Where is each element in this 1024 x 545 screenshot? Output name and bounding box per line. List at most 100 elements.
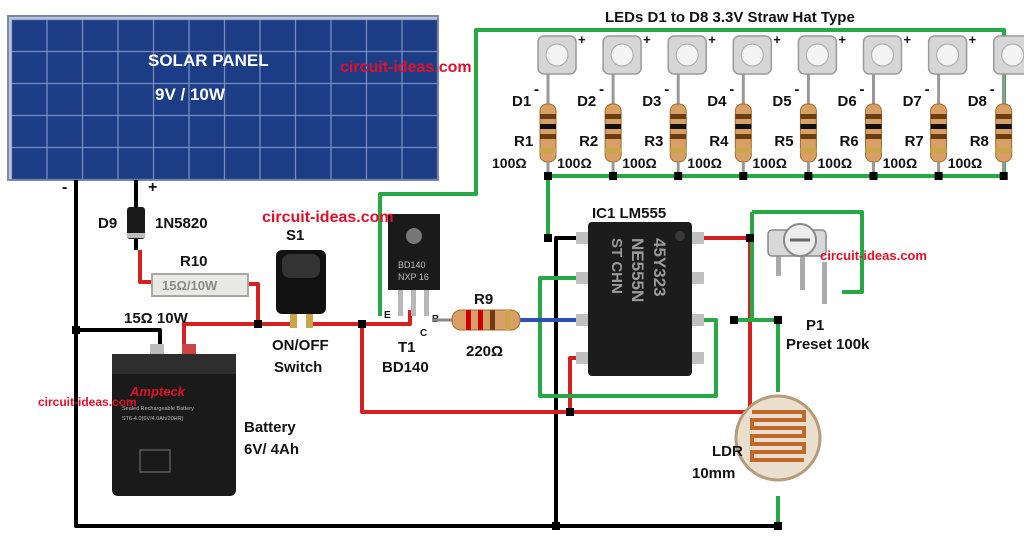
r9-name: R9 — [474, 291, 493, 308]
junction-dot — [674, 172, 683, 180]
ic-pin — [576, 352, 590, 364]
battery-terminal-negative — [150, 344, 164, 356]
r9-band — [505, 310, 510, 330]
watermark: circuit-ideas.com — [38, 395, 137, 409]
resistor-band — [865, 134, 882, 139]
resistor-band — [930, 134, 947, 139]
junction-dot — [746, 234, 754, 242]
watermark: circuit-ideas.com — [340, 59, 472, 76]
led-name: D2 — [577, 93, 596, 110]
solar-cell — [224, 51, 260, 84]
led-name: D6 — [838, 93, 857, 110]
diode-d9-band — [127, 233, 145, 238]
switch-rocker — [282, 254, 320, 278]
led-lens — [675, 43, 699, 67]
solar-cell — [11, 83, 47, 116]
resistor-band — [540, 124, 556, 129]
junction-dot — [358, 320, 366, 328]
solar-cell — [153, 19, 189, 52]
resistor-band — [865, 148, 882, 153]
resistor-value: 100Ω — [557, 155, 592, 171]
battery-recycle-box — [139, 449, 171, 473]
t1-pin-e: E — [384, 310, 391, 321]
resistor-r9: R9 220Ω — [432, 291, 521, 360]
resistor-value: 100Ω — [687, 155, 722, 171]
junctions — [72, 234, 782, 530]
r9-band — [466, 310, 471, 330]
threshold-trigger-wire — [538, 276, 718, 398]
ground-rail-wire — [74, 180, 778, 528]
switch-to-emitter-wire — [312, 310, 412, 326]
solar-cell — [118, 19, 154, 52]
resistor-band — [605, 134, 622, 139]
solar-cell — [295, 51, 331, 84]
solar-cell — [366, 51, 402, 84]
junction-dot — [774, 522, 782, 530]
circuit-title: LEDs D1 to D8 3.3V Straw Hat Type — [605, 9, 855, 26]
resistor-value: 100Ω — [492, 155, 527, 171]
transistor-body — [388, 214, 440, 290]
ldr-track — [750, 410, 806, 462]
resistor-body — [799, 103, 817, 163]
led-lens — [805, 43, 830, 67]
led-plus-mark: + — [773, 32, 781, 47]
junction-dot — [254, 320, 262, 328]
solar-cell — [260, 147, 296, 180]
resistor-band — [605, 124, 622, 129]
battery-body-text2: ST6-4.0(6V/4.0Ah/20HR) — [122, 416, 184, 422]
ic-reset-wire — [568, 356, 590, 412]
ic-marking2: NE555N — [628, 238, 647, 302]
preset-pin — [800, 250, 805, 290]
solar-cell — [224, 83, 260, 116]
transistor-pin — [411, 290, 416, 316]
led-minus-mark: - — [729, 81, 734, 98]
resistor-band — [670, 148, 687, 153]
led-name: D8 — [968, 93, 987, 110]
solar-cell — [260, 19, 296, 52]
led-plus-mark: + — [578, 32, 586, 47]
resistor-band — [735, 114, 752, 119]
resistor-band — [670, 124, 687, 129]
solar-cell — [153, 147, 189, 180]
s1-line2: Switch — [274, 359, 322, 376]
watermark: circuit-ideas.com — [820, 248, 927, 263]
battery-lid — [112, 354, 236, 374]
r10-value: 15Ω 10W — [124, 310, 189, 327]
resistor-body — [865, 103, 882, 163]
transistor-t1: BD140 NXP 16 E C B T1 BD140 — [382, 214, 440, 376]
transistor-marking1: BD140 — [398, 260, 426, 270]
r9-band — [490, 310, 495, 330]
led-lens — [935, 43, 960, 67]
r10-body-text: 15Ω/10W — [162, 278, 218, 293]
resistor-body — [995, 103, 1013, 163]
preset-pin — [776, 246, 781, 276]
solar-cell — [118, 51, 154, 84]
resistor-band — [865, 124, 882, 129]
junction-dot — [566, 408, 574, 416]
t1-pin-c: C — [420, 328, 427, 339]
ic-marking3: 45Y323 — [650, 238, 669, 297]
resistor-band — [605, 114, 622, 119]
junction-dot — [804, 172, 813, 180]
led-plus-mark: + — [708, 32, 716, 47]
solar-cell — [47, 147, 83, 180]
ic-marking1: ST CHN — [608, 238, 625, 294]
switch-pin — [290, 314, 297, 328]
resistor-body — [930, 103, 948, 163]
r10-name: R10 — [180, 253, 208, 270]
ic1-lm555: IC1 LM555 ST CHN NE555N 45Y323 — [576, 205, 704, 376]
solar-cell — [47, 51, 83, 84]
solar-cell — [224, 115, 260, 148]
resistor-band — [670, 134, 687, 139]
solar-cell — [11, 147, 47, 180]
p1-name: P1 — [806, 317, 824, 334]
solar-cell — [331, 115, 367, 148]
led-plus-mark: + — [969, 32, 977, 47]
diode-d9: D9 1N5820 — [98, 207, 208, 239]
battery-terminal-positive — [182, 344, 196, 356]
solar-cell — [118, 115, 154, 148]
resistor-band — [995, 124, 1012, 129]
